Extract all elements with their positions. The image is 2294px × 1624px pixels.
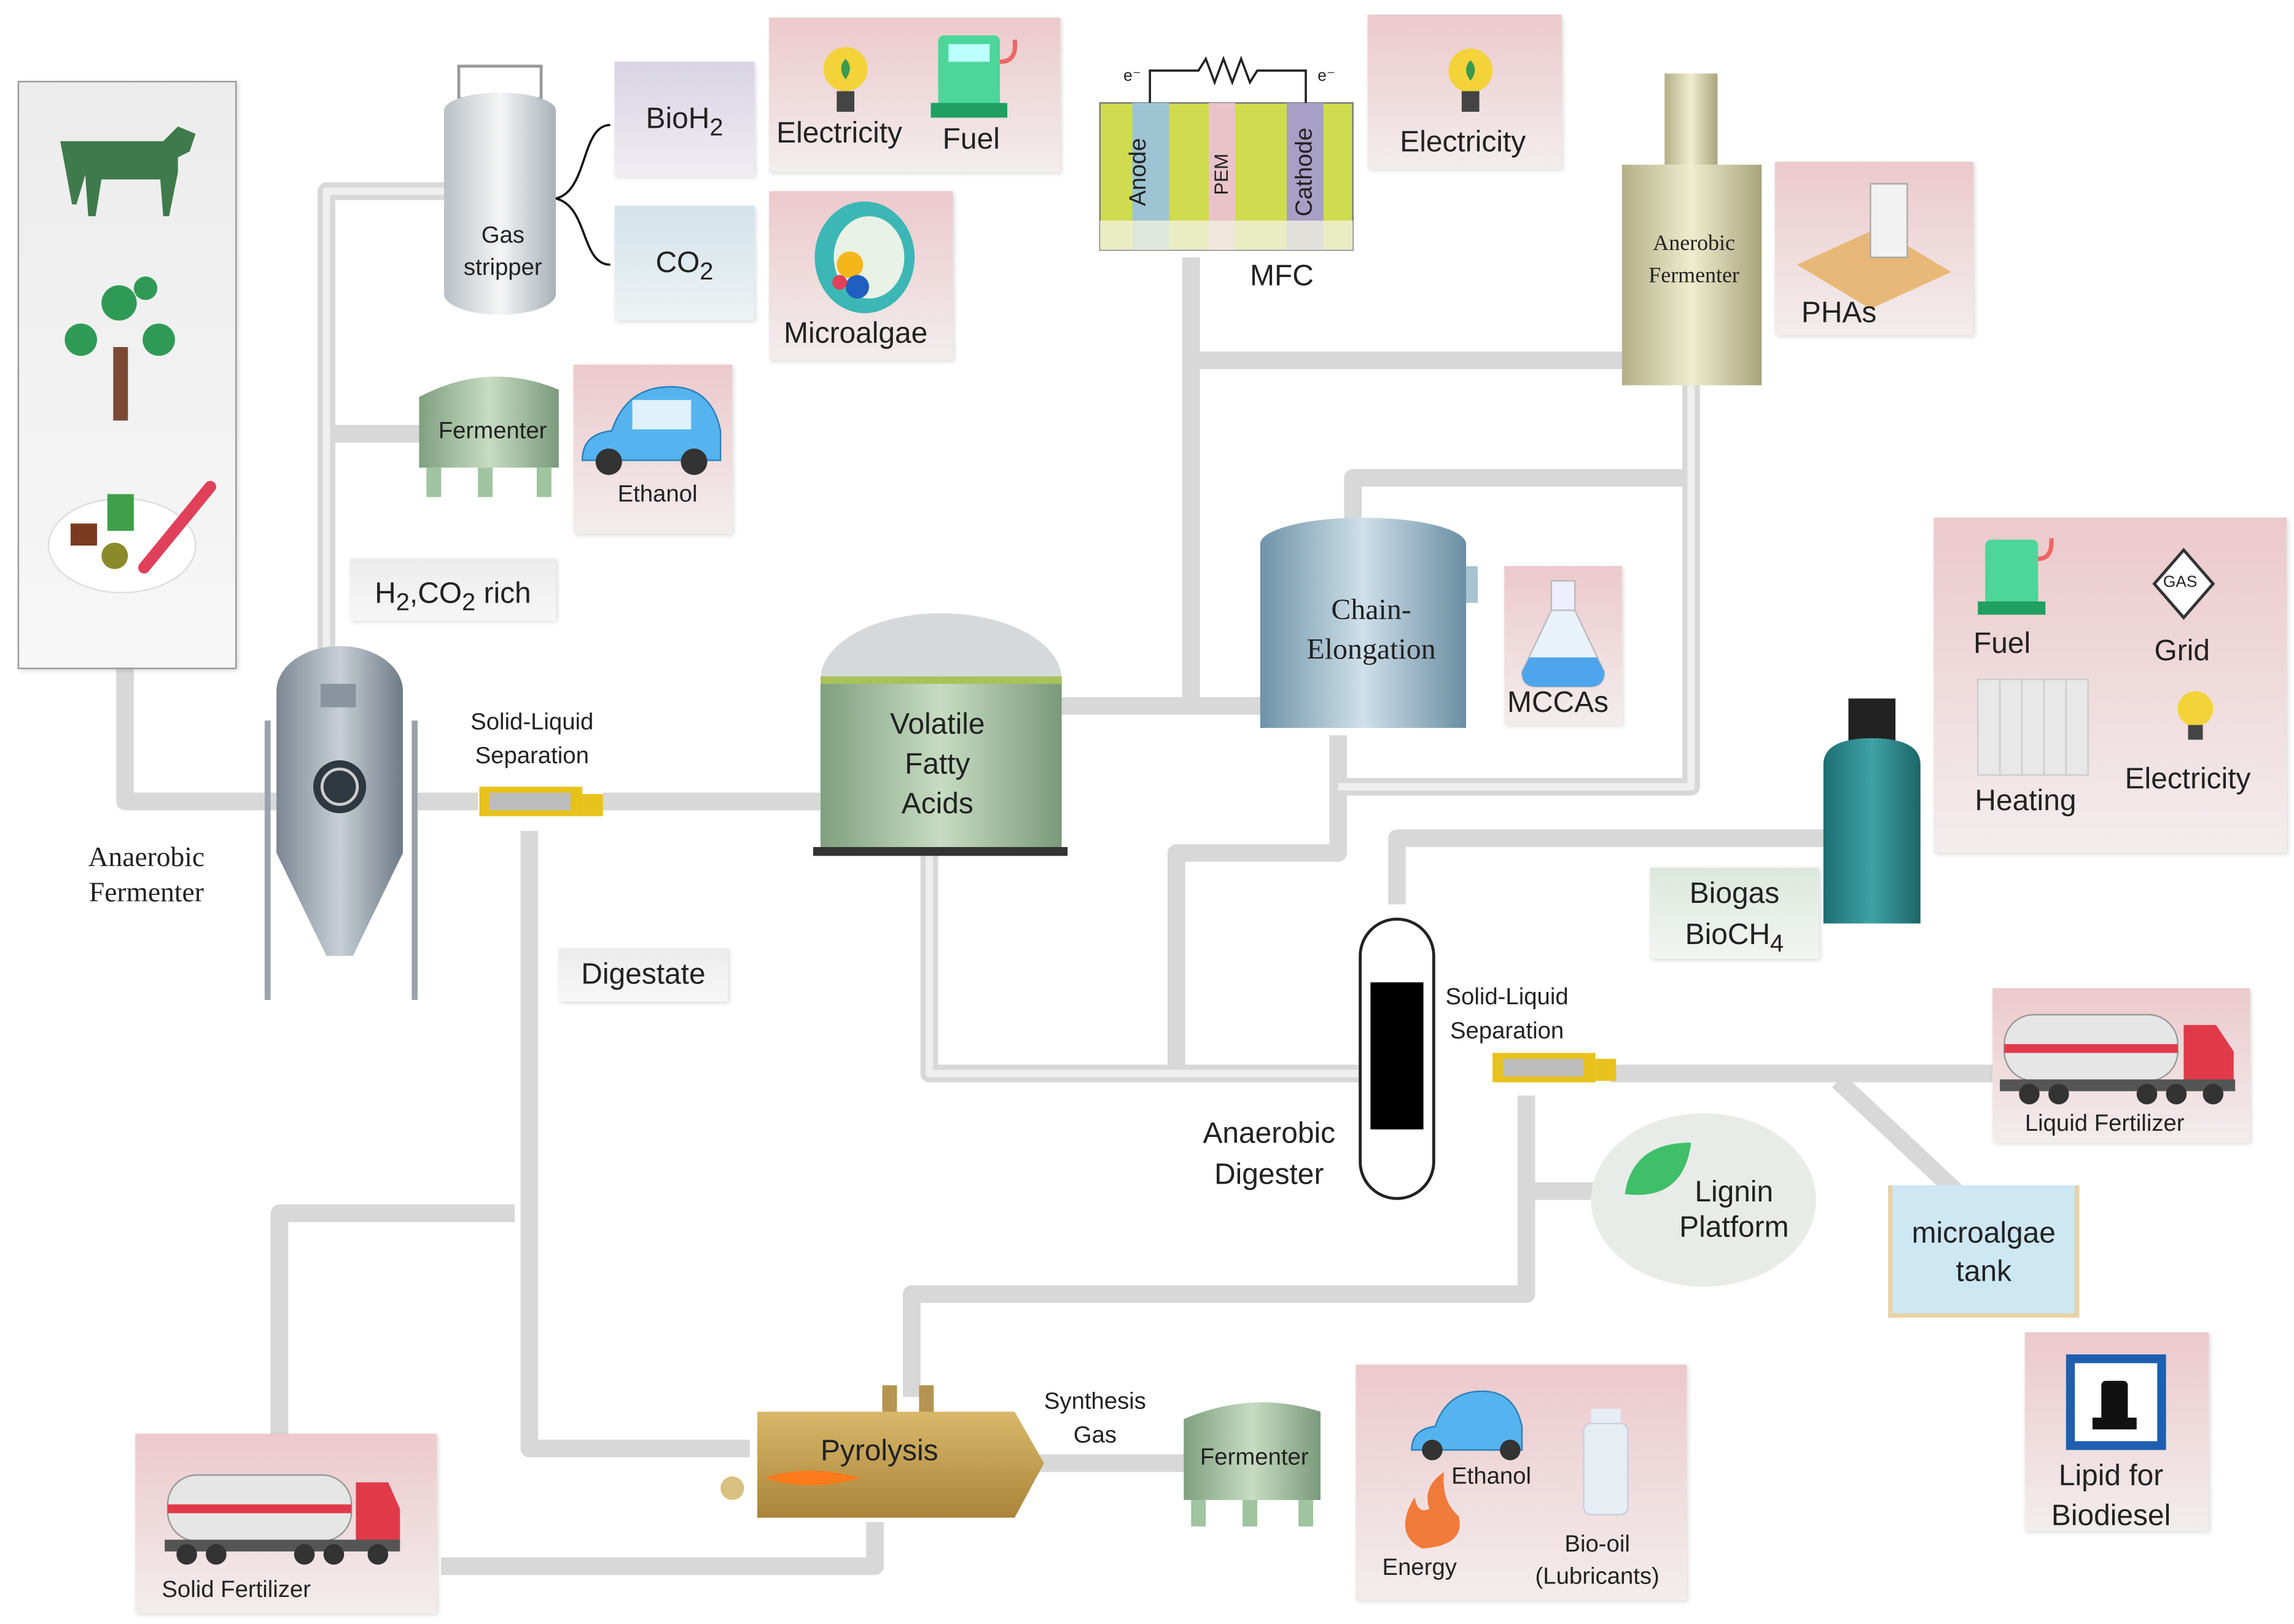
pyrolysis-products-box: Ethanol Energy Bio-oil (Lubricants) — [1356, 1364, 1687, 1600]
solid-fertilizer-box: Solid Fertilizer — [135, 1434, 437, 1614]
ethanol-label: Ethanol — [617, 482, 698, 507]
mfc-label: MFC — [1250, 260, 1314, 293]
pipe — [116, 669, 279, 811]
car-icon — [1411, 1390, 1523, 1461]
mfc-cathode: Cathode — [1292, 127, 1318, 217]
fuel-label: Fuel — [942, 123, 1000, 156]
tree-icon — [64, 276, 175, 421]
vfa-label: Volatile Fatty Acids — [890, 709, 985, 821]
liquid-fertilizer-label: Liquid Fertilizer — [2024, 1112, 2185, 1137]
pipe — [520, 830, 751, 1458]
microalgae-label: Microalgae — [784, 318, 928, 350]
microalgae-icon — [814, 201, 915, 313]
grid-label: Grid — [2154, 635, 2210, 668]
electricity-box-2: Electricity — [1367, 14, 1562, 170]
ethanol-label: Ethanol — [1451, 1464, 1531, 1490]
pipe — [1388, 829, 1824, 905]
lipid-biodiesel-label: Lipid for Biodiesel — [2051, 1460, 2171, 1532]
radiator-icon — [1977, 678, 2089, 776]
pyrolysis-label: Pyrolysis — [820, 1435, 938, 1468]
solid-fertilizer-label: Solid Fertilizer — [162, 1577, 311, 1603]
fuel-pump-icon — [1978, 538, 2054, 615]
phas-label: PHAs — [1801, 297, 1877, 330]
h2co2-rich-label: H2,CO2 rich — [349, 558, 556, 621]
phas-icon — [1797, 183, 1952, 309]
fermenter-2-label: Fermenter — [1200, 1445, 1309, 1471]
pipe — [1344, 469, 1684, 529]
feedstock-panel — [17, 80, 237, 670]
mccas-label: MCCAs — [1507, 687, 1609, 719]
biogas-uses-box: Fuel GAS Grid Heating Electricity — [1933, 517, 2287, 853]
fermenter-label: Fermenter — [438, 419, 547, 445]
heating-label: Heating — [1975, 785, 2077, 818]
flask-icon — [1521, 580, 1605, 688]
energy-label: Energy — [1382, 1556, 1457, 1581]
ethanol-box: Ethanol — [573, 364, 733, 534]
tanker-truck-icon — [165, 1474, 400, 1565]
electricity-label: Electricity — [1400, 126, 1526, 159]
microalgae-box: Microalgae — [769, 191, 953, 361]
pipe — [441, 1521, 884, 1575]
solid-liquid-separation-1: Solid-Liquid Separation — [470, 710, 594, 770]
synthesis-gas-label: Synthesis Gas — [1044, 1389, 1146, 1449]
mfc-anode: Anode — [1126, 138, 1152, 206]
gas-grid-icon — [2152, 547, 2215, 620]
pipe — [270, 1204, 515, 1442]
bio-oil-label: Bio-oil (Lubricants) — [1535, 1532, 1660, 1590]
food-waste-icon — [47, 480, 216, 594]
fuel-label: Fuel — [1973, 628, 2031, 660]
cow-icon — [60, 126, 196, 216]
co2-box: CO2 — [614, 206, 755, 321]
microalgae-tank: microalgae tank — [1888, 1185, 2080, 1318]
fuel-pump-icon — [930, 35, 1018, 118]
pipe — [1832, 1074, 1962, 1198]
anerobic-fermenter-label: Anerobic Fermenter — [1648, 232, 1739, 289]
phas-box: PHAs — [1774, 162, 1974, 335]
car-icon — [581, 386, 722, 475]
mfc-pem: PEM — [1210, 154, 1233, 195]
electricity-fuel-box: Electricity Fuel — [769, 17, 1061, 173]
gas-label: GAS — [2163, 573, 2198, 591]
electron-right: e⁻ — [1317, 68, 1335, 85]
mccas-box: MCCAs — [1504, 566, 1622, 725]
electron-left: e⁻ — [1123, 68, 1141, 85]
liquid-fertilizer-box: Liquid Fertilizer — [1992, 988, 2250, 1143]
anaerobic-digester-label: Anaerobic Digester — [1203, 1117, 1336, 1192]
gas-stripper-label: Gas stripper — [463, 223, 542, 281]
lipid-biodiesel-box: Lipid for Biodiesel — [2024, 1332, 2209, 1532]
leaf-icon — [1625, 1142, 1691, 1195]
bioh2-box: BioH2 — [614, 61, 755, 177]
bottle-icon — [1583, 1408, 1629, 1516]
solid-liquid-separation-2: Solid-Liquid Separation — [1445, 985, 1569, 1044]
chain-elongation-label: Chain- Elongation — [1306, 594, 1436, 666]
pipe — [1167, 735, 1348, 1074]
digestate-label: Digestate — [558, 948, 728, 1002]
lightbulb-icon — [2177, 691, 2214, 740]
lightbulb-icon — [1448, 49, 1493, 112]
lightbulb-icon — [823, 47, 868, 112]
electricity-label: Electricity — [2124, 763, 2251, 796]
lignin-platform-label: Lignin Platform — [1679, 1176, 1789, 1244]
flame-icon — [1405, 1472, 1460, 1549]
tanker-truck-icon — [2000, 1013, 2236, 1105]
lignin-platform: Lignin Platform — [1591, 1113, 1816, 1287]
fuel-station-sign-icon — [2066, 1354, 2166, 1450]
anaerobic-fermenter-label: Anaerobic Fermenter — [88, 842, 205, 909]
electricity-label: Electricity — [776, 117, 903, 150]
